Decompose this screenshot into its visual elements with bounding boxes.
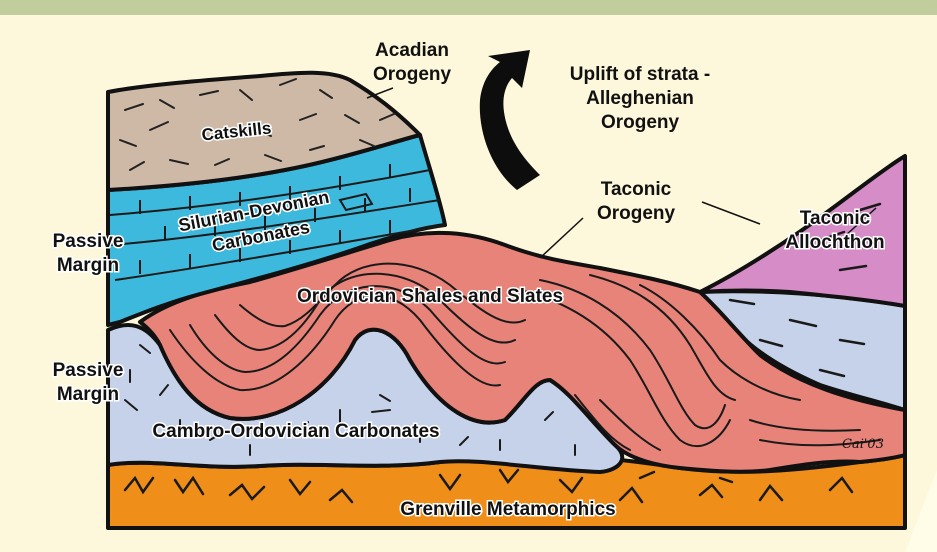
curved-arrow-icon [480,50,540,190]
passive-margin-lower-label-line2: Margin [57,384,119,405]
passive-margin-lower-label-line1: Passive [53,360,124,381]
frame-corner [905,470,937,552]
uplift-label-line1: Uplift of strata - [570,64,710,85]
uplift-label-line2: Alleghenian [586,88,694,109]
uplift-label-line3: Orogeny [601,112,680,133]
passive-margin-upper-label-line2: Margin [57,255,119,276]
taconic-orogeny-label-line1: Taconic [601,179,672,200]
passive-margin-upper-label-line1: Passive [53,231,124,252]
artist-signature: Cai'03 [842,437,884,452]
cambro-label: Cambro-Ordovician Carbonates [152,421,439,442]
ordovician-label: Ordovician Shales and Slates [297,286,563,307]
taconic-allochthon-label-line1: Taconic [800,208,871,229]
allochthon-upper-slab [700,156,905,306]
taconic-orogeny-label-line2: Orogeny [597,203,676,224]
taconic-allochthon-label-line2: Allochthon [785,232,884,253]
acadian-label-line2: Orogeny [373,64,452,85]
acadian-label-line1: Acadian [375,40,449,61]
grenville-label: Grenville Metamorphics [400,499,615,520]
